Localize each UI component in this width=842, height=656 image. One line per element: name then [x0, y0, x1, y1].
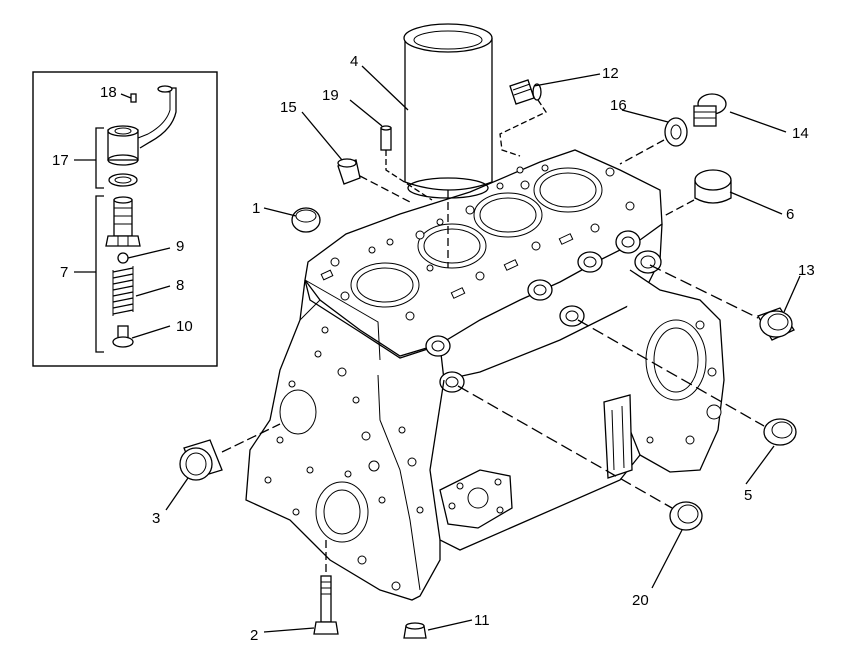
cylinder-liner-4-part	[403, 23, 493, 199]
callout-4: 4	[350, 53, 358, 70]
callout-1: 1	[252, 200, 260, 217]
callout-11: 11	[474, 612, 490, 629]
callout-7: 7	[60, 264, 68, 281]
plug-14-part	[693, 93, 727, 127]
bushing-3-part	[179, 439, 223, 481]
callout-8: 8	[176, 277, 184, 294]
banjo-fitting-17-part	[107, 125, 139, 166]
cylinder-block-part	[245, 149, 725, 601]
plug-15-part	[337, 158, 411, 203]
bushing-20-part	[669, 501, 703, 531]
hollow-bolt-part	[105, 196, 141, 247]
callout-20: 20	[632, 592, 649, 609]
callout-9: 9	[176, 238, 184, 255]
ball-9-part	[117, 252, 129, 264]
pin-18-part	[130, 93, 137, 103]
nut-11-part	[403, 622, 427, 639]
callout-14: 14	[792, 125, 809, 142]
plug-12-part	[499, 79, 547, 157]
callout-18: 18	[100, 84, 117, 101]
callout-16: 16	[610, 97, 627, 114]
callout-10: 10	[176, 318, 193, 335]
callout-5: 5	[744, 487, 752, 504]
dowel-19-part	[380, 127, 392, 151]
callout-13: 13	[798, 262, 815, 279]
cup-plug-6-part	[694, 169, 732, 204]
bushing-5-part	[763, 418, 797, 446]
callout-12: 12	[602, 65, 619, 82]
callout-19: 19	[322, 87, 339, 104]
callout-2: 2	[250, 627, 258, 644]
plug-1-part	[291, 207, 321, 233]
callout-15: 15	[280, 99, 297, 116]
oil-jet-tube-part	[139, 87, 177, 149]
callout-3: 3	[152, 510, 160, 527]
oil-jet-inset	[32, 71, 218, 367]
bolt-2-part	[313, 575, 339, 635]
bushing-13-part	[757, 307, 795, 341]
spring-8-part	[112, 266, 134, 316]
leader-lines	[165, 65, 801, 633]
plunger-10-part	[112, 325, 134, 348]
callout-6: 6	[786, 206, 794, 223]
callout-17: 17	[52, 152, 69, 169]
